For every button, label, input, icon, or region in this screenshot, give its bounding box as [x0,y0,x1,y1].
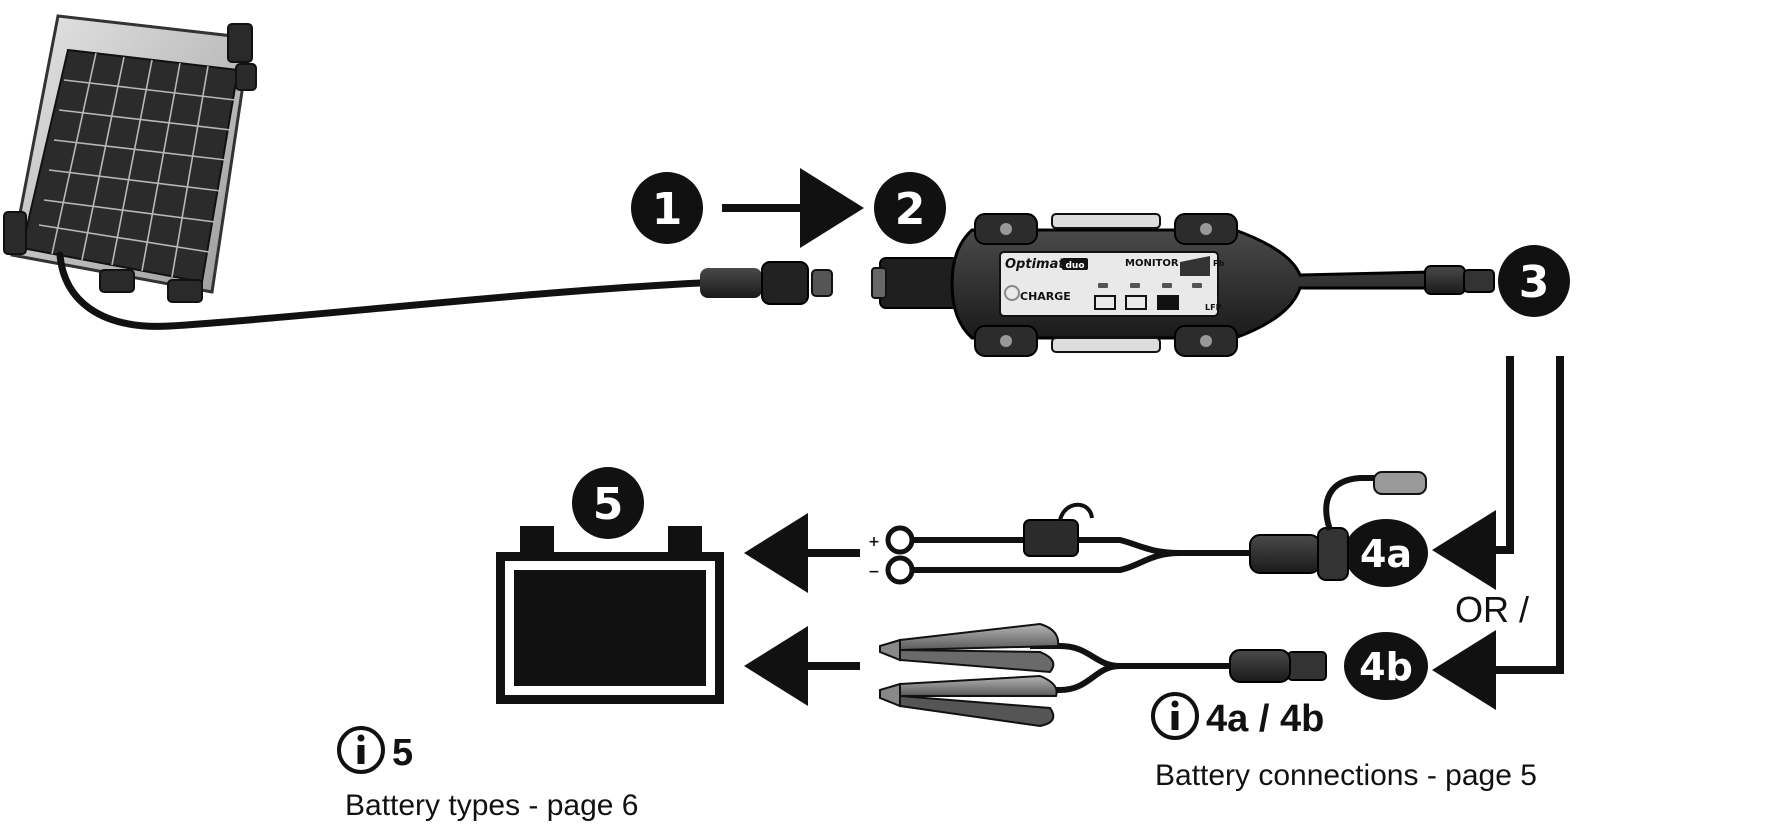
panel-cable [56,251,704,330]
step-4a-marker: 4a [1344,519,1428,587]
step-1-number: 1 [652,184,683,235]
panel-mount-brackets [3,23,257,303]
step-4a-number: 4a [1360,532,1412,576]
controller-brand: Optimate [1005,257,1074,272]
ring-terminal-lead: + − [868,471,1427,585]
controller-leds [1098,283,1202,288]
controller-sun-icon [1004,285,1020,301]
red-clamp [879,622,1060,674]
solar-controller: Optimate duo MONITOR Pb LFP CHARGE [871,213,1432,357]
controller-battery-icons [1094,295,1179,310]
black-clamp [879,674,1058,728]
info-circle-icon [337,726,385,774]
controller-level-indicator [1180,256,1210,276]
info-connections-caption: Battery connections - page 5 [1155,759,1537,792]
info-battery-caption: Battery types - page 6 [345,789,639,822]
solar-cells-grid [38,52,236,278]
controller-monitor-label: MONITOR [1125,258,1179,269]
controller-mode-pb: Pb [1213,259,1225,268]
panel-sae-connector [700,261,833,305]
info-connections-label: 4a / 4b [1206,698,1324,740]
info-battery-label: 5 [392,732,413,774]
battery [496,526,724,704]
controller-mode-lfp: LFP [1205,303,1222,312]
solar-panel [3,14,704,330]
or-label: OR / [1455,589,1529,630]
step-4b-number: 4b [1359,645,1413,689]
step-3-number: 3 [1519,257,1550,308]
ring-terminal-minus: − [868,564,880,580]
controller-charge-label: CHARGE [1020,290,1071,303]
ring-terminal-plus: + [868,534,880,550]
step-3-marker: 3 [1498,245,1570,317]
step-2-marker: 2 [874,172,946,244]
controller-model: duo [1065,261,1084,271]
info-battery-connections: 4a / 4b Battery connections - page 5 [1151,692,1537,792]
controller-output-sae-plug [1424,265,1495,295]
step-1-marker: 1 [631,172,703,244]
battery-clamp-lead [879,622,1327,728]
step-2-number: 2 [895,184,926,235]
inline-fuse-holder [1023,519,1079,557]
step-3-to-4a-arrow [1432,356,1514,590]
step-5-number: 5 [593,479,624,530]
info-circle-icon [1151,692,1199,740]
step-4b-marker: 4b [1344,632,1428,700]
step-5-marker: 5 [572,467,644,539]
step-3-to-4b-arrow [1432,356,1564,710]
info-battery-types: 5 Battery types - page 6 [337,726,639,822]
